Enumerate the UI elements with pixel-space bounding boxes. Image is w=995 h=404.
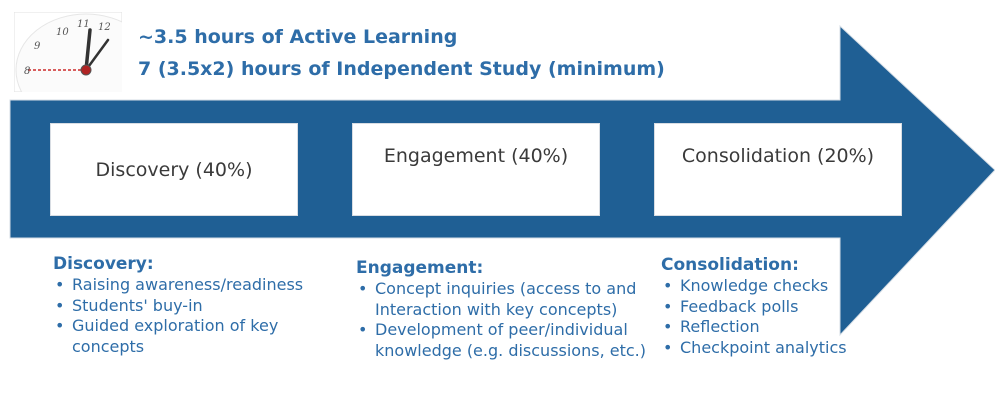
list-item-text: Development of peer/individual knowledge…	[375, 320, 646, 360]
wall-clock-icon: 9 10 11 12 8	[13, 11, 157, 127]
independent-study-hours: 7 (3.5x2) hours of Independent Study (mi…	[138, 58, 665, 80]
description-list: • Raising awareness/readiness • Students' …	[53, 275, 343, 357]
clock-numeral: 11	[77, 19, 90, 30]
bullet-icon: •	[663, 317, 673, 337]
description-list: • Concept inquiries (access to and Intera…	[356, 279, 646, 361]
list-item: • Feedback polls	[661, 297, 961, 318]
clock-numeral: 12	[98, 22, 111, 33]
discovery-description: Discovery: • Raising awareness/readiness …	[53, 254, 343, 357]
list-item: • Checkpoint analytics	[661, 338, 961, 359]
list-item-text: Feedback polls	[680, 296, 799, 316]
list-item: • Students' buy-in	[53, 296, 343, 317]
phase-box-discovery: Discovery (40%)	[50, 123, 298, 216]
bullet-icon: •	[55, 316, 65, 336]
consolidation-description: Consolidation: • Knowledge checks • Feedba…	[661, 255, 961, 358]
phase-label: Engagement (40%)	[383, 144, 569, 167]
phase-box-engagement: Engagement (40%)	[352, 123, 600, 216]
list-item-text: Concept inquiries (access to and Interac…	[375, 279, 637, 319]
bullet-icon: •	[663, 276, 673, 295]
engagement-description: Engagement: • Concept inquiries (access t…	[356, 258, 646, 361]
bullet-icon: •	[55, 295, 65, 315]
list-item: • Guided exploration of key concepts	[53, 316, 343, 357]
list-item: • Knowledge checks	[661, 276, 961, 297]
list-item: • Reflection	[661, 317, 961, 338]
description-title: Engagement:	[356, 258, 484, 278]
list-item-text: Knowledge checks	[680, 276, 829, 295]
bullet-icon: •	[55, 275, 65, 294]
list-item-text: Checkpoint analytics	[680, 337, 847, 357]
phase-box-consolidation: Consolidation (20%)	[654, 123, 902, 216]
description-list: • Knowledge checks • Feedback polls • Refle…	[661, 276, 961, 358]
phase-label: Consolidation (20%)	[681, 144, 875, 167]
clock-numeral: 8	[24, 66, 30, 77]
list-item-text: Students' buy-in	[72, 295, 203, 315]
description-title: Discovery:	[53, 254, 154, 274]
bullet-icon: •	[663, 296, 673, 316]
active-learning-hours: ~3.5 hours of Active Learning	[138, 26, 458, 48]
list-item-text: Reflection	[680, 317, 760, 337]
phase-label: Discovery (40%)	[95, 158, 253, 181]
bullet-icon: •	[358, 320, 368, 340]
list-item: • Development of peer/individual knowledg…	[356, 320, 646, 361]
clock-numeral: 9	[34, 41, 41, 52]
list-item-text: Raising awareness/readiness	[72, 275, 304, 294]
list-item-text: Guided exploration of key concepts	[72, 316, 279, 356]
clock-numeral: 10	[56, 27, 69, 38]
bullet-icon: •	[358, 279, 368, 298]
description-title: Consolidation:	[661, 255, 799, 275]
list-item: • Raising awareness/readiness	[53, 275, 343, 296]
bullet-icon: •	[663, 337, 673, 357]
list-item: • Concept inquiries (access to and Intera…	[356, 279, 646, 320]
